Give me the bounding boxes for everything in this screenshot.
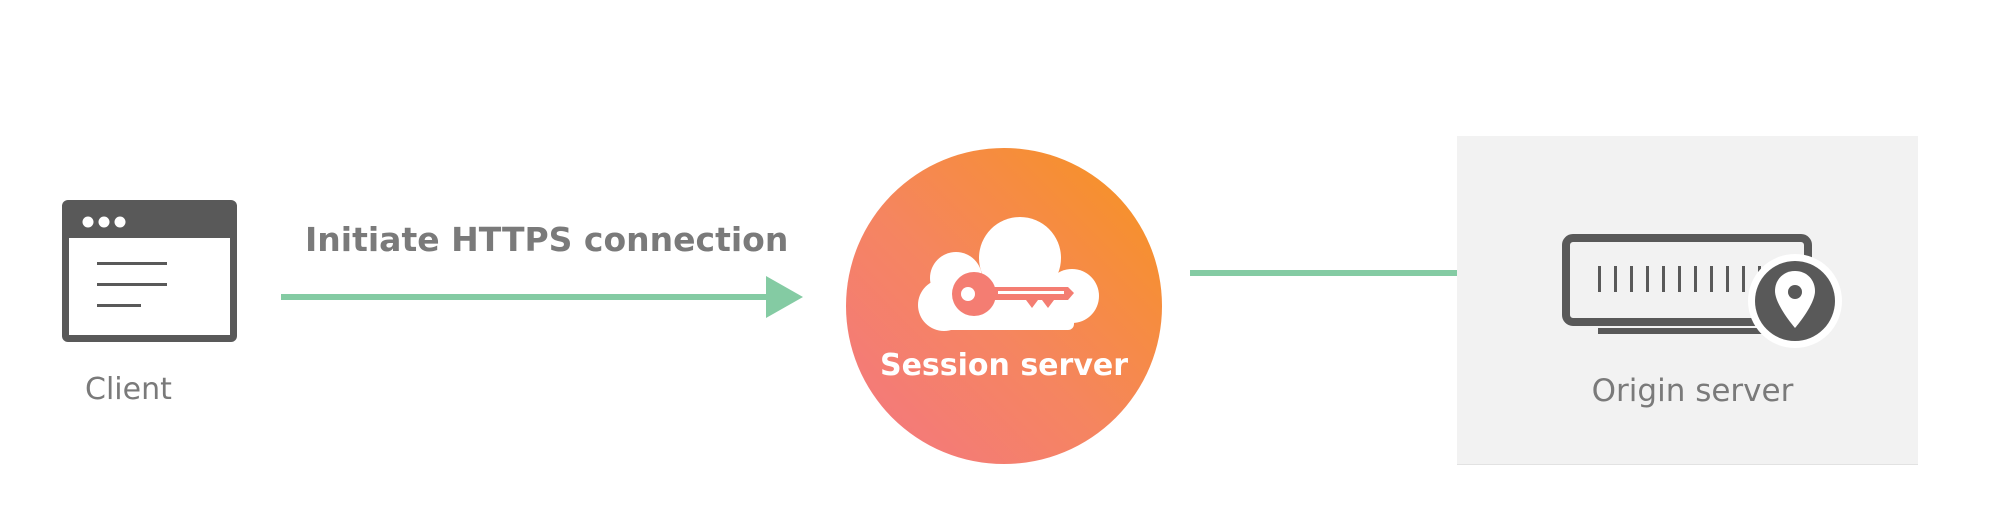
browser-window-icon xyxy=(62,200,237,342)
origin-server-label: Origin server xyxy=(1591,373,1794,409)
client-label: Client xyxy=(85,372,172,407)
session-server-label: Session server xyxy=(879,348,1129,383)
cloud-key-icon xyxy=(918,217,1099,331)
session-server-node: Session server xyxy=(846,148,1162,464)
connection-label: Initiate HTTPS connection xyxy=(305,220,789,259)
server-location-icon xyxy=(1562,234,1842,348)
